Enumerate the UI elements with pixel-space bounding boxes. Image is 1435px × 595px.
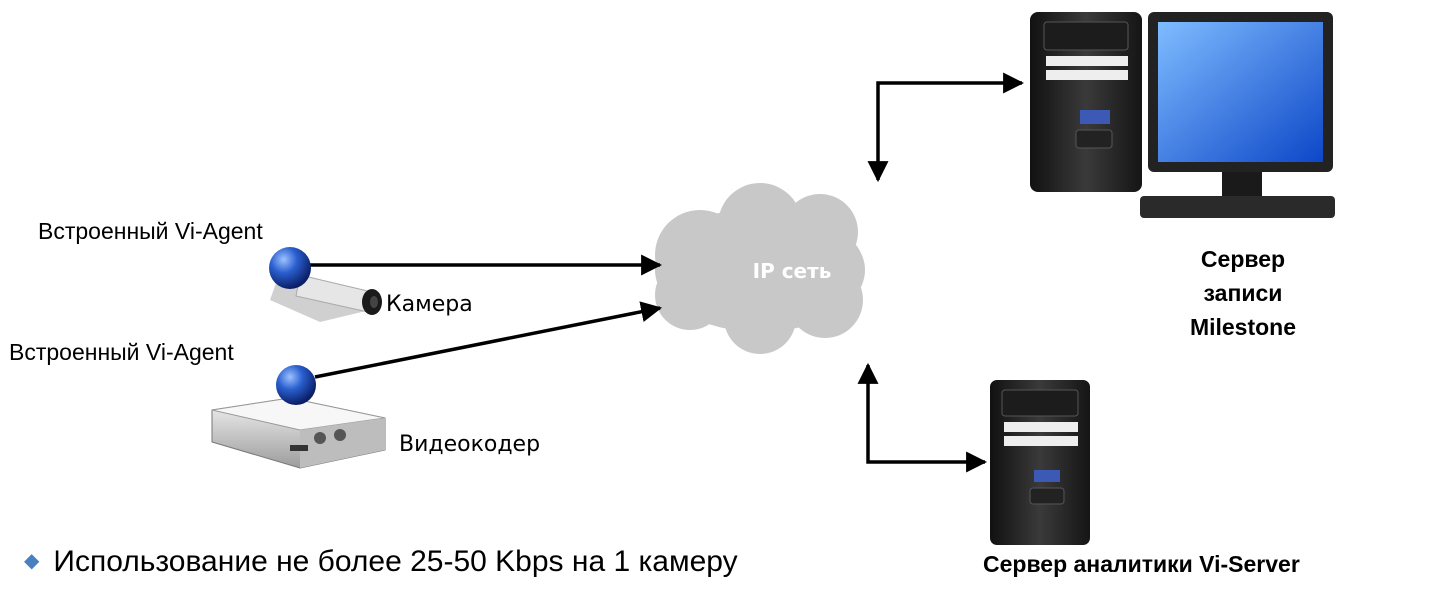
server-tower-icon [990,380,1090,545]
recording-server-label-line: записи [1203,280,1283,306]
encoder-label: Видеокодер [399,432,541,457]
blue-sphere-icon [276,365,316,405]
ip-camera-icon [270,274,382,322]
diamond-bullet-icon: ◆ [24,550,40,572]
connection-arrows [300,72,1025,473]
video-encoder-icon [211,397,386,469]
blue-sphere-icon [269,247,311,289]
agent-label-encoder: Встроенный Vi-Agent [9,339,234,365]
camera-label: Камера [386,292,473,317]
cloud-icon [655,183,865,354]
agent-label-camera: Встроенный Vi-Agent [38,218,263,244]
network-label: IP сеть [753,259,832,283]
encoder-to-network-arrow [314,301,663,379]
bullet-item: ◆ Использование не более 25-50 Kbps на 1 … [24,545,738,579]
analytics-server-label: Сервер аналитики Vi-Server [983,551,1300,577]
desktop-computer-icon [1030,12,1335,218]
recording-server-label: Сервер записи Milestone [1168,242,1318,344]
network-recording-server-arrow [867,72,1025,183]
network-analytics-server-arrow [857,362,988,473]
recording-server-label-line: Milestone [1189,314,1297,340]
recording-server-label-line: Сервер [1200,246,1286,272]
bullet-text: Использование не более 25-50 Kbps на 1 к… [53,545,738,578]
